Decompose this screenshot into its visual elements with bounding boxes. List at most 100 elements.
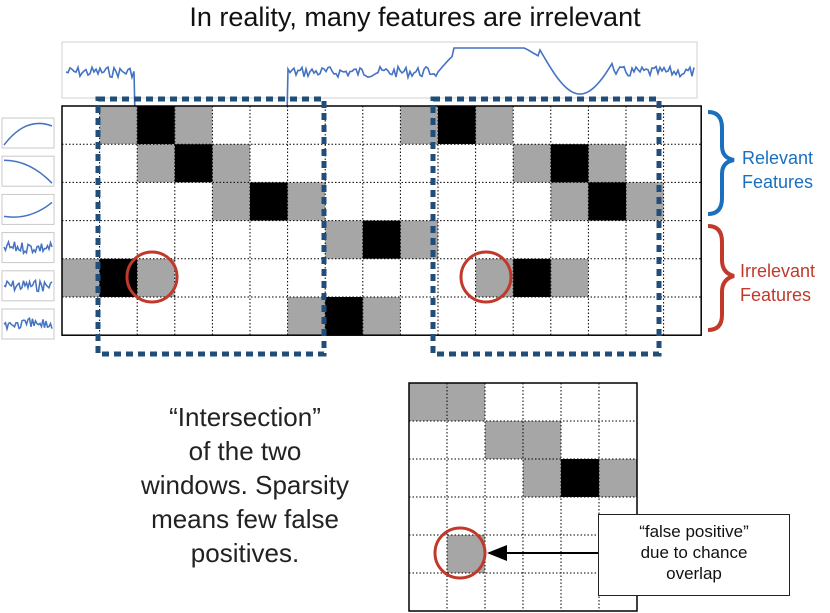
grid-cell bbox=[523, 573, 561, 611]
grid-cell bbox=[438, 144, 476, 183]
grid-cell bbox=[485, 459, 523, 497]
grid-cell bbox=[561, 383, 599, 421]
window-2 bbox=[430, 96, 662, 357]
grid-cell bbox=[174, 106, 213, 145]
caption-line-3: windows. Sparsity bbox=[140, 470, 350, 500]
grid-cell bbox=[409, 383, 447, 421]
grid-cell bbox=[447, 459, 485, 497]
grid-cell bbox=[250, 106, 288, 145]
grid-border bbox=[408, 382, 638, 612]
grid-cell bbox=[588, 258, 626, 297]
grid-cell bbox=[561, 459, 599, 497]
page-title: In reality, many features are irrelevant bbox=[189, 2, 641, 32]
grid-cell bbox=[250, 144, 288, 183]
grid-cell bbox=[485, 497, 523, 535]
grid-cell bbox=[325, 106, 363, 145]
grid-cell bbox=[588, 182, 626, 221]
grid-cell bbox=[561, 421, 599, 459]
grid-cell bbox=[513, 144, 551, 183]
grid-cell bbox=[561, 573, 599, 611]
grid-cell bbox=[663, 220, 702, 259]
callout-line-1: “false positive” bbox=[639, 522, 749, 541]
grid-cell bbox=[561, 497, 599, 535]
grid-cell bbox=[174, 182, 213, 221]
grid-cell bbox=[99, 182, 138, 221]
grid-cell bbox=[485, 421, 523, 459]
grid-cell bbox=[447, 573, 485, 611]
grid-cell bbox=[99, 144, 138, 183]
grid-cell bbox=[550, 297, 589, 336]
grid-cell bbox=[99, 220, 138, 259]
grid-cell bbox=[663, 106, 702, 145]
false-positive-circle-2 bbox=[459, 250, 513, 304]
grid-cell bbox=[438, 297, 476, 336]
grid-cell bbox=[362, 106, 401, 145]
grid-cell bbox=[250, 220, 288, 259]
grid-cell bbox=[663, 144, 702, 183]
grid-cell bbox=[409, 497, 447, 535]
relevant-brace bbox=[707, 110, 735, 216]
grid-cell bbox=[362, 220, 401, 259]
grid-cell bbox=[287, 258, 326, 297]
grid-cell bbox=[362, 297, 401, 336]
grid-cell bbox=[62, 144, 100, 183]
grid-cell bbox=[550, 182, 589, 221]
window-1 bbox=[95, 96, 327, 357]
grid-cell bbox=[409, 421, 447, 459]
grid-cell bbox=[485, 573, 523, 611]
grid-cell bbox=[588, 220, 626, 259]
grid-cell bbox=[362, 144, 401, 183]
grid-cell bbox=[62, 258, 100, 297]
grid-cell bbox=[137, 106, 175, 145]
grid-cell bbox=[550, 258, 589, 297]
callout-line-3: overlap bbox=[666, 564, 722, 583]
grid-cell bbox=[475, 297, 514, 336]
caption-line-5: positives. bbox=[190, 538, 300, 568]
false-positive-circle-1 bbox=[125, 250, 179, 304]
grid-cell bbox=[250, 297, 288, 336]
grid-cell bbox=[599, 459, 637, 497]
grid-cell bbox=[663, 297, 702, 336]
grid-cell bbox=[325, 182, 363, 221]
sine-falling-icon bbox=[1, 155, 55, 187]
grid-cell bbox=[626, 258, 664, 297]
grid-cell bbox=[174, 144, 213, 183]
grid-cell bbox=[513, 220, 551, 259]
grid-cell bbox=[212, 144, 250, 183]
grid-cell bbox=[325, 220, 363, 259]
grid-cell bbox=[513, 106, 551, 145]
grid-cell bbox=[588, 144, 626, 183]
grid-cell bbox=[588, 106, 626, 145]
grid-cell bbox=[485, 383, 523, 421]
grid-cell bbox=[409, 459, 447, 497]
grid-cell bbox=[174, 297, 213, 336]
caption-line-1: “Intersection” bbox=[169, 402, 321, 432]
irrelevant-label-line-1: Irrelevant bbox=[740, 261, 816, 281]
grid-cell bbox=[137, 297, 175, 336]
grid-cell bbox=[99, 106, 138, 145]
noise-icon bbox=[1, 232, 55, 264]
grid-cell bbox=[513, 258, 551, 297]
grid-cell bbox=[663, 182, 702, 221]
sine-rising-icon bbox=[1, 117, 55, 149]
intersection-caption: “Intersection” of the two windows. Spars… bbox=[90, 400, 400, 570]
grid-cell bbox=[523, 497, 561, 535]
grid-cell bbox=[62, 182, 100, 221]
grid-cell bbox=[523, 383, 561, 421]
grid-cell bbox=[287, 297, 326, 336]
grid-cell bbox=[99, 297, 138, 336]
grid-cell bbox=[212, 297, 250, 336]
noise-icon bbox=[1, 308, 55, 340]
noise-icon bbox=[1, 270, 55, 302]
grid-cell bbox=[325, 258, 363, 297]
grid-cell bbox=[550, 220, 589, 259]
grid-cell bbox=[212, 258, 250, 297]
grid-cell bbox=[447, 535, 485, 573]
grid-cell bbox=[325, 144, 363, 183]
caption-line-2: of the two bbox=[188, 436, 302, 466]
grid-cell bbox=[475, 182, 514, 221]
relevant-features-label: Relevant Features bbox=[742, 146, 813, 194]
grid-cell bbox=[599, 383, 637, 421]
grid-cell bbox=[513, 182, 551, 221]
false-positive-circle-3 bbox=[433, 526, 487, 580]
